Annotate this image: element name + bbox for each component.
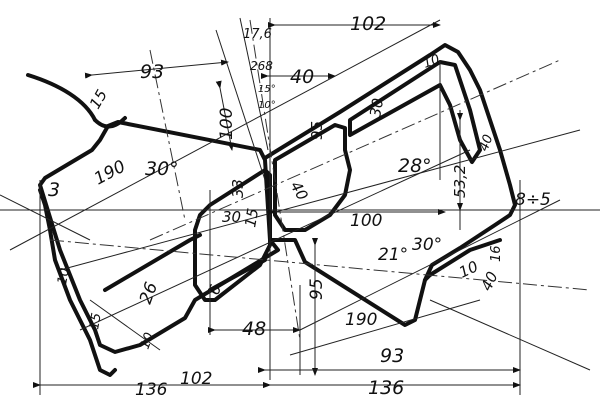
dim-190-right: 190 (345, 310, 377, 330)
dim-100-left: 100 (217, 108, 237, 140)
dim-15-lowleft: 15 (87, 312, 105, 331)
dim-40-right-low: 40 (477, 269, 501, 294)
dim-30-deg-right: 30° (412, 235, 442, 255)
dim-28-deg: 28° (398, 155, 432, 177)
dim-95-mid: 95 (308, 121, 326, 140)
dim-100-mid: 100 (350, 211, 382, 231)
dim-21-deg: 21° (378, 245, 408, 265)
dim-3: 3 (48, 179, 60, 201)
dim-53-2: 53,2 (451, 165, 469, 198)
dim-33: 33 (229, 179, 247, 198)
dim-40-mid: 40 (287, 178, 312, 204)
dim-15-mid: 15 (241, 207, 262, 229)
dim-136-left: 136 (135, 380, 168, 400)
dimension-labels: 102 17,6 93 268 40 15° 10° 15 100 95 10 … (48, 13, 551, 400)
dim-30-top: 30 (366, 97, 387, 119)
dim-30-mid: 30 (222, 208, 241, 226)
dim-136-right: 136 (368, 377, 404, 399)
dim-95-low: 95 (307, 278, 327, 300)
dim-93-top: 93 (140, 61, 164, 83)
dim-10-top: 10 (421, 52, 442, 72)
dim-16: 16 (489, 245, 504, 262)
dim-10-deg: 10° (258, 100, 276, 111)
dim-30-deg-left: 30° (145, 158, 179, 180)
dim-15-left: 15 (86, 86, 111, 112)
dim-268: 268 (250, 59, 273, 73)
part-outline (26, 43, 517, 377)
dim-8-5: 8÷5 (515, 190, 551, 210)
dimension-lines (33, 22, 521, 388)
dim-40-top: 40 (290, 66, 314, 88)
dim-102-top: 102 (350, 13, 386, 35)
dim-10-left: 10 (55, 267, 73, 286)
dim-102-bottom: 102 (180, 369, 212, 389)
dim-40-right: 40 (477, 133, 497, 154)
dim-17-6: 17,6 (243, 27, 272, 42)
dim-15-deg: 15° (258, 84, 276, 95)
dim-190-left: 190 (91, 157, 129, 190)
dim-10-lowleft: 10 (138, 331, 158, 352)
dim-48: 48 (242, 318, 266, 340)
dim-93-bottom: 93 (380, 345, 404, 367)
